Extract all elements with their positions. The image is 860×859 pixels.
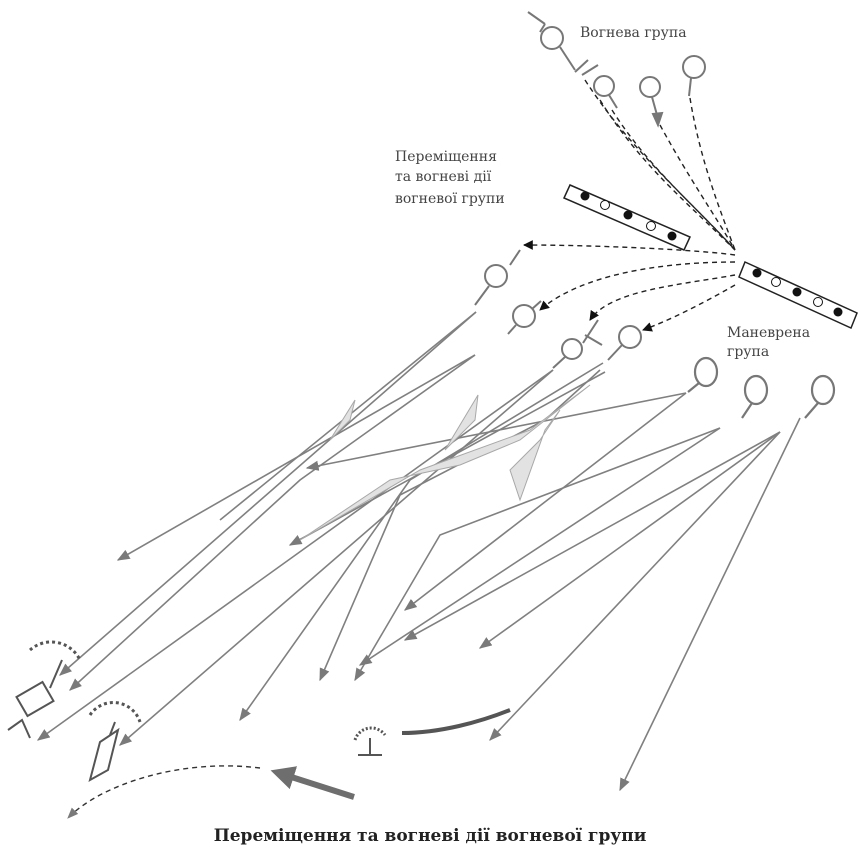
soldier-icon	[687, 356, 719, 393]
soldier-icon	[639, 76, 664, 128]
moved-soldiers	[474, 249, 642, 369]
label-fire-group: Вогнева група	[580, 25, 687, 41]
soldier-icon	[552, 319, 603, 369]
fire-sectors	[299, 384, 591, 541]
bottom-arrows	[67, 765, 355, 819]
enemy-position-icon	[353, 708, 511, 756]
figure-caption: Переміщення та вогневі дії вогневої груп…	[213, 826, 647, 846]
trench-lower	[738, 260, 858, 330]
soldier-icon	[527, 11, 576, 71]
enemy-position-icon	[7, 640, 82, 739]
label-movement-line-3: вогневої групи	[395, 191, 505, 207]
soldier-icon	[682, 55, 706, 97]
label-movement-line-2: та вогневі дії	[395, 169, 492, 185]
fire-lines	[36, 311, 801, 792]
soldier-icon	[574, 59, 618, 109]
tactical-diagram	[7, 11, 858, 819]
trench-upper	[562, 184, 692, 251]
soldier-icon	[507, 300, 542, 335]
enemy-position-icon	[88, 701, 142, 783]
label-maneuver-line-2: група	[727, 344, 770, 360]
enemy-positions	[7, 640, 511, 783]
label-maneuver-line-1: Маневрена	[727, 325, 811, 341]
soldier-icon	[607, 325, 642, 361]
maneuver-soldiers	[687, 356, 836, 419]
soldier-icon	[804, 374, 836, 419]
soldier-icon	[741, 374, 769, 419]
soldier-icon	[474, 249, 521, 306]
movement-paths	[523, 79, 736, 332]
label-movement-line-1: Переміщення	[395, 149, 497, 165]
fire-group-soldiers	[527, 11, 706, 128]
